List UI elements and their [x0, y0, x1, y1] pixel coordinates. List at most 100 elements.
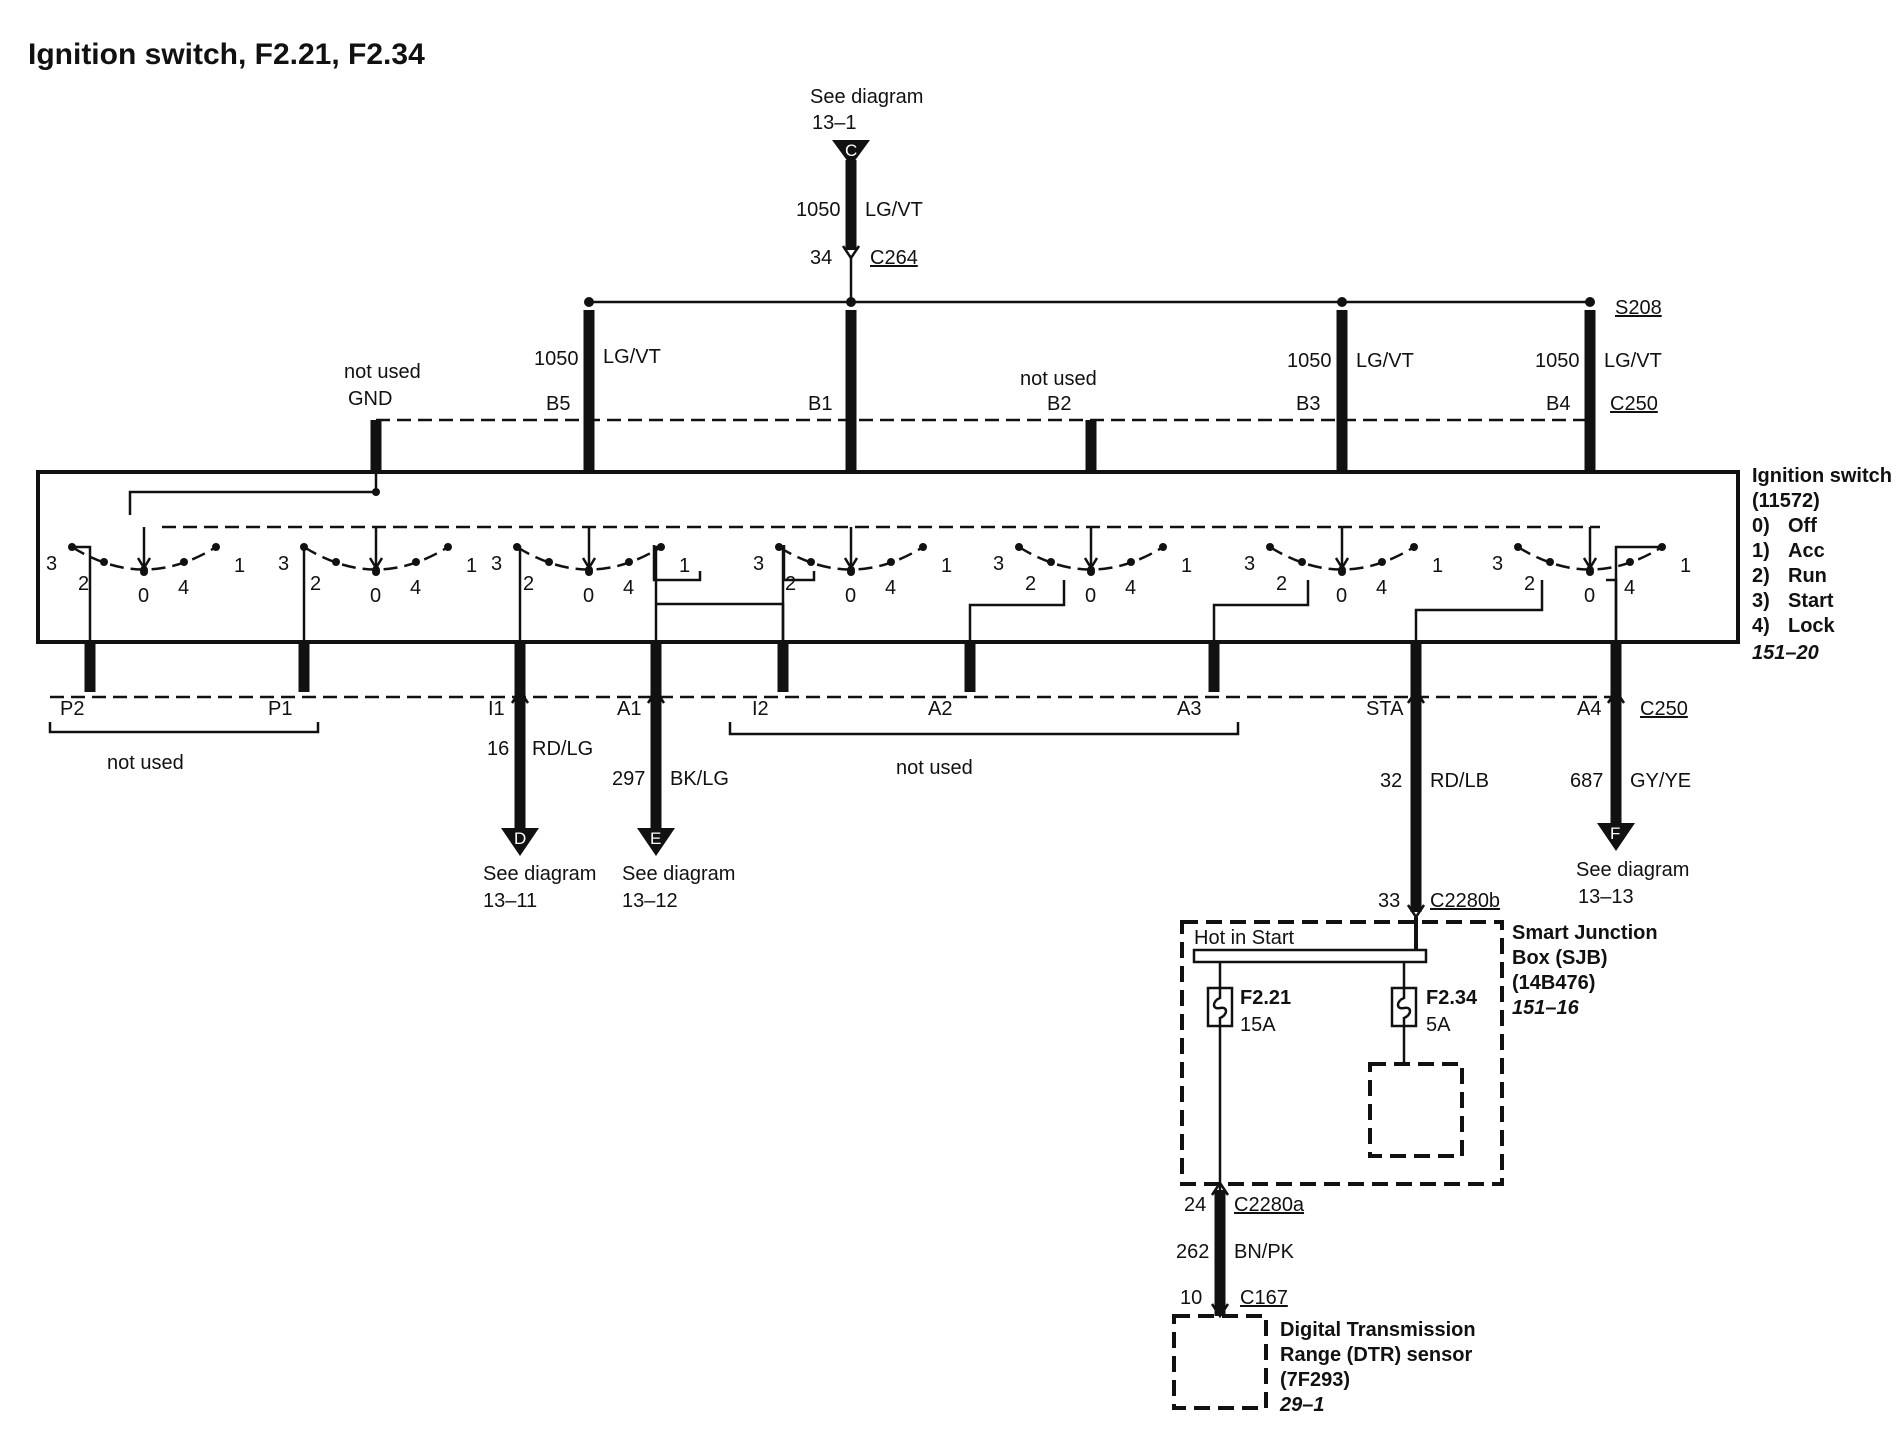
splice-dot	[584, 297, 594, 307]
sta-arrow-icon	[1406, 688, 1426, 704]
sjb-in-pin: 33	[1378, 890, 1400, 912]
pin-a1: A1	[617, 698, 641, 720]
sjb-internal-load	[1368, 1062, 1464, 1158]
i1-wire-circuit: 16	[487, 738, 509, 760]
c264-pin: 34	[810, 247, 832, 269]
deck-2-label-p0: 0	[370, 585, 381, 607]
splice-dot	[1337, 297, 1347, 307]
connector-c-arrow[interactable]: C	[832, 140, 870, 166]
dtr-wire-color: BN/PK	[1234, 1241, 1295, 1263]
i1-see-diagram: See diagram	[483, 863, 596, 885]
deck-6-contact-p1	[1410, 543, 1418, 551]
connector-f-arrow[interactable]: F	[1597, 823, 1635, 851]
deck-3-label-p0: 0	[583, 585, 594, 607]
ignition-switch-body[interactable]	[36, 470, 1740, 644]
deck-7-label-p3: 3	[1492, 553, 1503, 575]
deck-5-label-p0: 0	[1085, 585, 1096, 607]
a4-see-ref: 13–13	[1578, 886, 1634, 908]
not-used-mid: not used	[896, 757, 973, 779]
dtr-wire-circuit: 262	[1176, 1241, 1209, 1263]
deck-7-contact-p0	[1586, 568, 1594, 576]
dtr-pin: 10	[1180, 1287, 1202, 1309]
deck-2-label-p4: 4	[410, 577, 421, 599]
deck-6-contact-p3	[1266, 543, 1274, 551]
deck-5-label-p4: 4	[1125, 577, 1136, 599]
dtr-line1: Digital Transmission	[1280, 1319, 1476, 1341]
deck-6-label-p2: 2	[1276, 573, 1287, 595]
fuse-f2-34-icon[interactable]	[1390, 986, 1418, 1028]
deck-7-label-p4: 4	[1624, 577, 1635, 599]
top-see-diagram: See diagram	[810, 86, 923, 108]
dtr-sensor-box[interactable]	[1172, 1314, 1268, 1410]
sjb-box[interactable]	[1180, 920, 1504, 1186]
deck-4-contact-p4	[887, 558, 895, 566]
b5-wire-color: LG/VT	[603, 346, 661, 368]
connector-e-arrow[interactable]: E	[637, 828, 675, 856]
deck-7-contact-p3	[1514, 543, 1522, 551]
sjb-out-pin: 24	[1184, 1194, 1206, 1216]
deck-3-label-p3: 3	[491, 553, 502, 575]
deck-7-label-p0: 0	[1584, 585, 1595, 607]
fuse2-rating: 5A	[1426, 1014, 1451, 1036]
pin-a3: A3	[1177, 698, 1201, 720]
switch-pos-0-num: 0)	[1752, 515, 1770, 537]
deck-6-label-p4: 4	[1376, 577, 1387, 599]
deck-1-label-p4: 4	[178, 577, 189, 599]
pin-i1: I1	[488, 698, 505, 720]
gnd-note: not used	[344, 361, 421, 383]
deck7-sta-link	[1414, 580, 1544, 642]
deck-5-label-p1: 1	[1181, 555, 1192, 577]
a1-see-ref: 13–12	[622, 890, 678, 912]
deck-7-label-p2: 2	[1524, 573, 1535, 595]
connector-e-letter: E	[650, 829, 661, 848]
a1-wire-circuit: 297	[612, 768, 645, 790]
a1-see-diagram: See diagram	[622, 863, 735, 885]
b2-note: not used	[1020, 368, 1097, 390]
a1-arrow-icon	[646, 688, 666, 704]
deck-3-start-lead	[517, 545, 522, 642]
deck-3-contact-p0	[585, 568, 593, 576]
deck-3-acc-lead	[654, 545, 661, 642]
pin-b4: B4	[1546, 393, 1570, 415]
deck-6-label-p1: 1	[1432, 555, 1443, 577]
deck-2-contact-p1	[444, 543, 452, 551]
sta-wire-color: RD/LB	[1430, 770, 1489, 792]
not-used-bracket-left	[48, 722, 320, 734]
switch-part: (11572)	[1752, 490, 1820, 512]
fuse-f2-21-icon[interactable]	[1206, 986, 1234, 1028]
switch-pos-4-label: Lock	[1788, 615, 1836, 637]
deck-4-contact-p0	[847, 568, 855, 576]
a1-wire-color: BK/LG	[670, 768, 729, 790]
sta-wire-circuit: 32	[1380, 770, 1402, 792]
deck-3-label-p4: 4	[623, 577, 634, 599]
dtr-ref: 29–1	[1279, 1394, 1325, 1416]
pin-b2: B2	[1047, 393, 1071, 415]
pin-a2: A2	[928, 698, 952, 720]
deck-1-contact-p0	[140, 568, 148, 576]
b3-wire-color: LG/VT	[1356, 350, 1414, 372]
deck-7-contact-p4	[1626, 558, 1634, 566]
deck-1-contact-p2	[100, 558, 108, 566]
deck-5-contact-p3	[1015, 543, 1023, 551]
pin-sta: STA	[1366, 698, 1404, 720]
connector-c-letter: C	[845, 141, 857, 160]
top-wire-color: LG/VT	[865, 199, 923, 221]
fuse1-name: F2.21	[1240, 987, 1291, 1009]
deck3-start-jumper	[652, 545, 702, 582]
sjb-name2: Box (SJB)	[1512, 947, 1608, 969]
deck-6-label-p3: 3	[1244, 553, 1255, 575]
a4-see-diagram: See diagram	[1576, 859, 1689, 881]
deck-5-contact-p4	[1127, 558, 1135, 566]
deck-1-contact-p1	[212, 543, 220, 551]
connector-d-arrow[interactable]: D	[501, 828, 539, 856]
not-used-left: not used	[107, 752, 184, 774]
switch-pos-1-label: Acc	[1788, 540, 1825, 562]
junction-dot	[372, 488, 380, 496]
deck-5-contact-p0	[1087, 568, 1095, 576]
deck-1-label-p0: 0	[138, 585, 149, 607]
splice-dot	[846, 297, 856, 307]
switch-pos-1-num: 1)	[1752, 540, 1770, 562]
splice-dot	[1585, 297, 1595, 307]
i1-see-ref: 13–11	[483, 890, 537, 912]
